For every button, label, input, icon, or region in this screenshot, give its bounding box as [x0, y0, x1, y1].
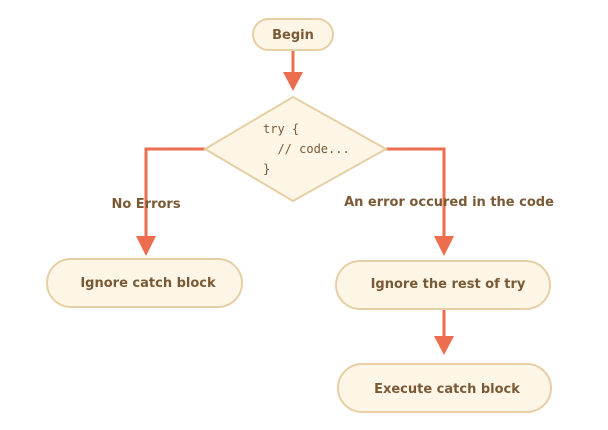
node-try-shape — [203, 95, 389, 203]
edge-label-error-occured: An error occured in the code — [344, 195, 554, 210]
node-ignore-catch: Ignore catch block — [46, 258, 243, 308]
connectors — [136, 50, 454, 355]
edge-label-no-errors: No Errors — [111, 197, 180, 212]
node-try: try { // code... } — [203, 95, 389, 203]
try-code-line-2: // code... — [263, 142, 350, 156]
arrowhead-ignore-rest-to-execute-catch — [434, 336, 454, 355]
arrow-try-to-ignore-rest — [386, 147, 446, 236]
try-code-line-1: try { — [263, 122, 299, 136]
node-begin: Begin — [252, 18, 334, 51]
arrowhead-try-to-ignore-catch — [136, 236, 156, 256]
node-execute-catch: Execute catch block — [337, 363, 552, 413]
node-ignore-rest-shape — [335, 260, 551, 310]
node-begin-shape — [252, 18, 334, 51]
node-execute-catch-shape — [337, 363, 552, 413]
node-begin-label: Begin — [272, 28, 314, 43]
node-ignore-rest-label: Ignore the rest of try — [371, 277, 526, 292]
node-ignore-rest: Ignore the rest of try — [335, 260, 551, 310]
arrowhead-try-to-ignore-rest — [434, 236, 454, 256]
node-ignore-catch-shape — [46, 258, 243, 308]
try-code-line-3: } — [263, 162, 270, 176]
arrowhead-begin-to-try — [283, 72, 303, 91]
node-ignore-catch-label: Ignore catch block — [80, 276, 216, 291]
arrow-try-to-ignore-catch — [144, 147, 205, 236]
node-execute-catch-label: Execute catch block — [374, 382, 520, 397]
